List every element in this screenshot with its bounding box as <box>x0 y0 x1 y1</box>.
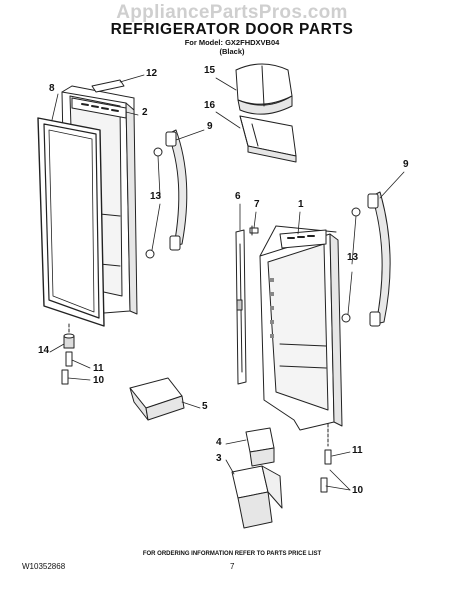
callout-11-left: 11 <box>93 363 104 374</box>
callout-4: 4 <box>216 437 222 448</box>
right-handle-screw-top <box>351 207 361 217</box>
ordering-note: FOR ORDERING INFORMATION REFER TO PARTS … <box>142 551 322 557</box>
right-handle-screw-bottom <box>341 313 351 323</box>
callout-6: 6 <box>235 191 241 202</box>
model-line: For Model: GX2FHDXVB04 <box>184 38 280 47</box>
left-handle-screw-top <box>153 147 163 157</box>
page-number: 7 <box>230 562 235 571</box>
diagram-title: REFRIGERATOR DOOR PARTS <box>110 21 354 38</box>
callout-10-left: 10 <box>93 375 105 386</box>
right-door-liner <box>259 225 343 431</box>
callout-11-right: 11 <box>352 445 363 456</box>
callout-7: 7 <box>254 199 260 210</box>
left-door-gasket <box>37 117 105 327</box>
right-door-cap <box>279 229 327 249</box>
door-strip-part-6 <box>235 229 247 385</box>
watermark: AppliancePartsPros.com <box>116 2 348 23</box>
callout-13-right: 13 <box>347 252 359 263</box>
left-door-cap <box>71 97 127 119</box>
door-bin-part-3 <box>231 465 283 529</box>
door-bin-part-4 <box>245 427 275 467</box>
left-lower-hinge-parts <box>61 323 75 385</box>
callout-3: 3 <box>216 453 222 464</box>
door-bin-part-5 <box>129 377 185 421</box>
left-handle-screw-bottom <box>145 249 155 259</box>
right-door-handle <box>367 191 391 327</box>
left-door-handle <box>165 129 188 251</box>
callout-8: 8 <box>49 83 55 94</box>
callout-14: 14 <box>38 345 50 356</box>
leader-lines <box>49 74 405 491</box>
document-number: W10352868 <box>22 562 66 571</box>
callout-13-left: 13 <box>150 191 162 202</box>
dairy-door-part-15 <box>235 63 293 115</box>
right-lower-hinge-parts <box>320 423 332 493</box>
callout-12: 12 <box>146 68 158 79</box>
dairy-bin-part-16 <box>239 115 297 163</box>
cap-trim-piece-12 <box>91 79 125 93</box>
callout-16: 16 <box>204 100 216 111</box>
callout-9-left: 9 <box>207 121 213 132</box>
callout-2: 2 <box>142 107 148 118</box>
callout-5: 5 <box>202 401 208 412</box>
color-line: (Black) <box>219 47 245 56</box>
callout-10-right: 10 <box>352 485 364 496</box>
callout-9-right: 9 <box>403 159 409 170</box>
callout-15: 15 <box>204 65 216 76</box>
callout-1: 1 <box>298 199 304 210</box>
